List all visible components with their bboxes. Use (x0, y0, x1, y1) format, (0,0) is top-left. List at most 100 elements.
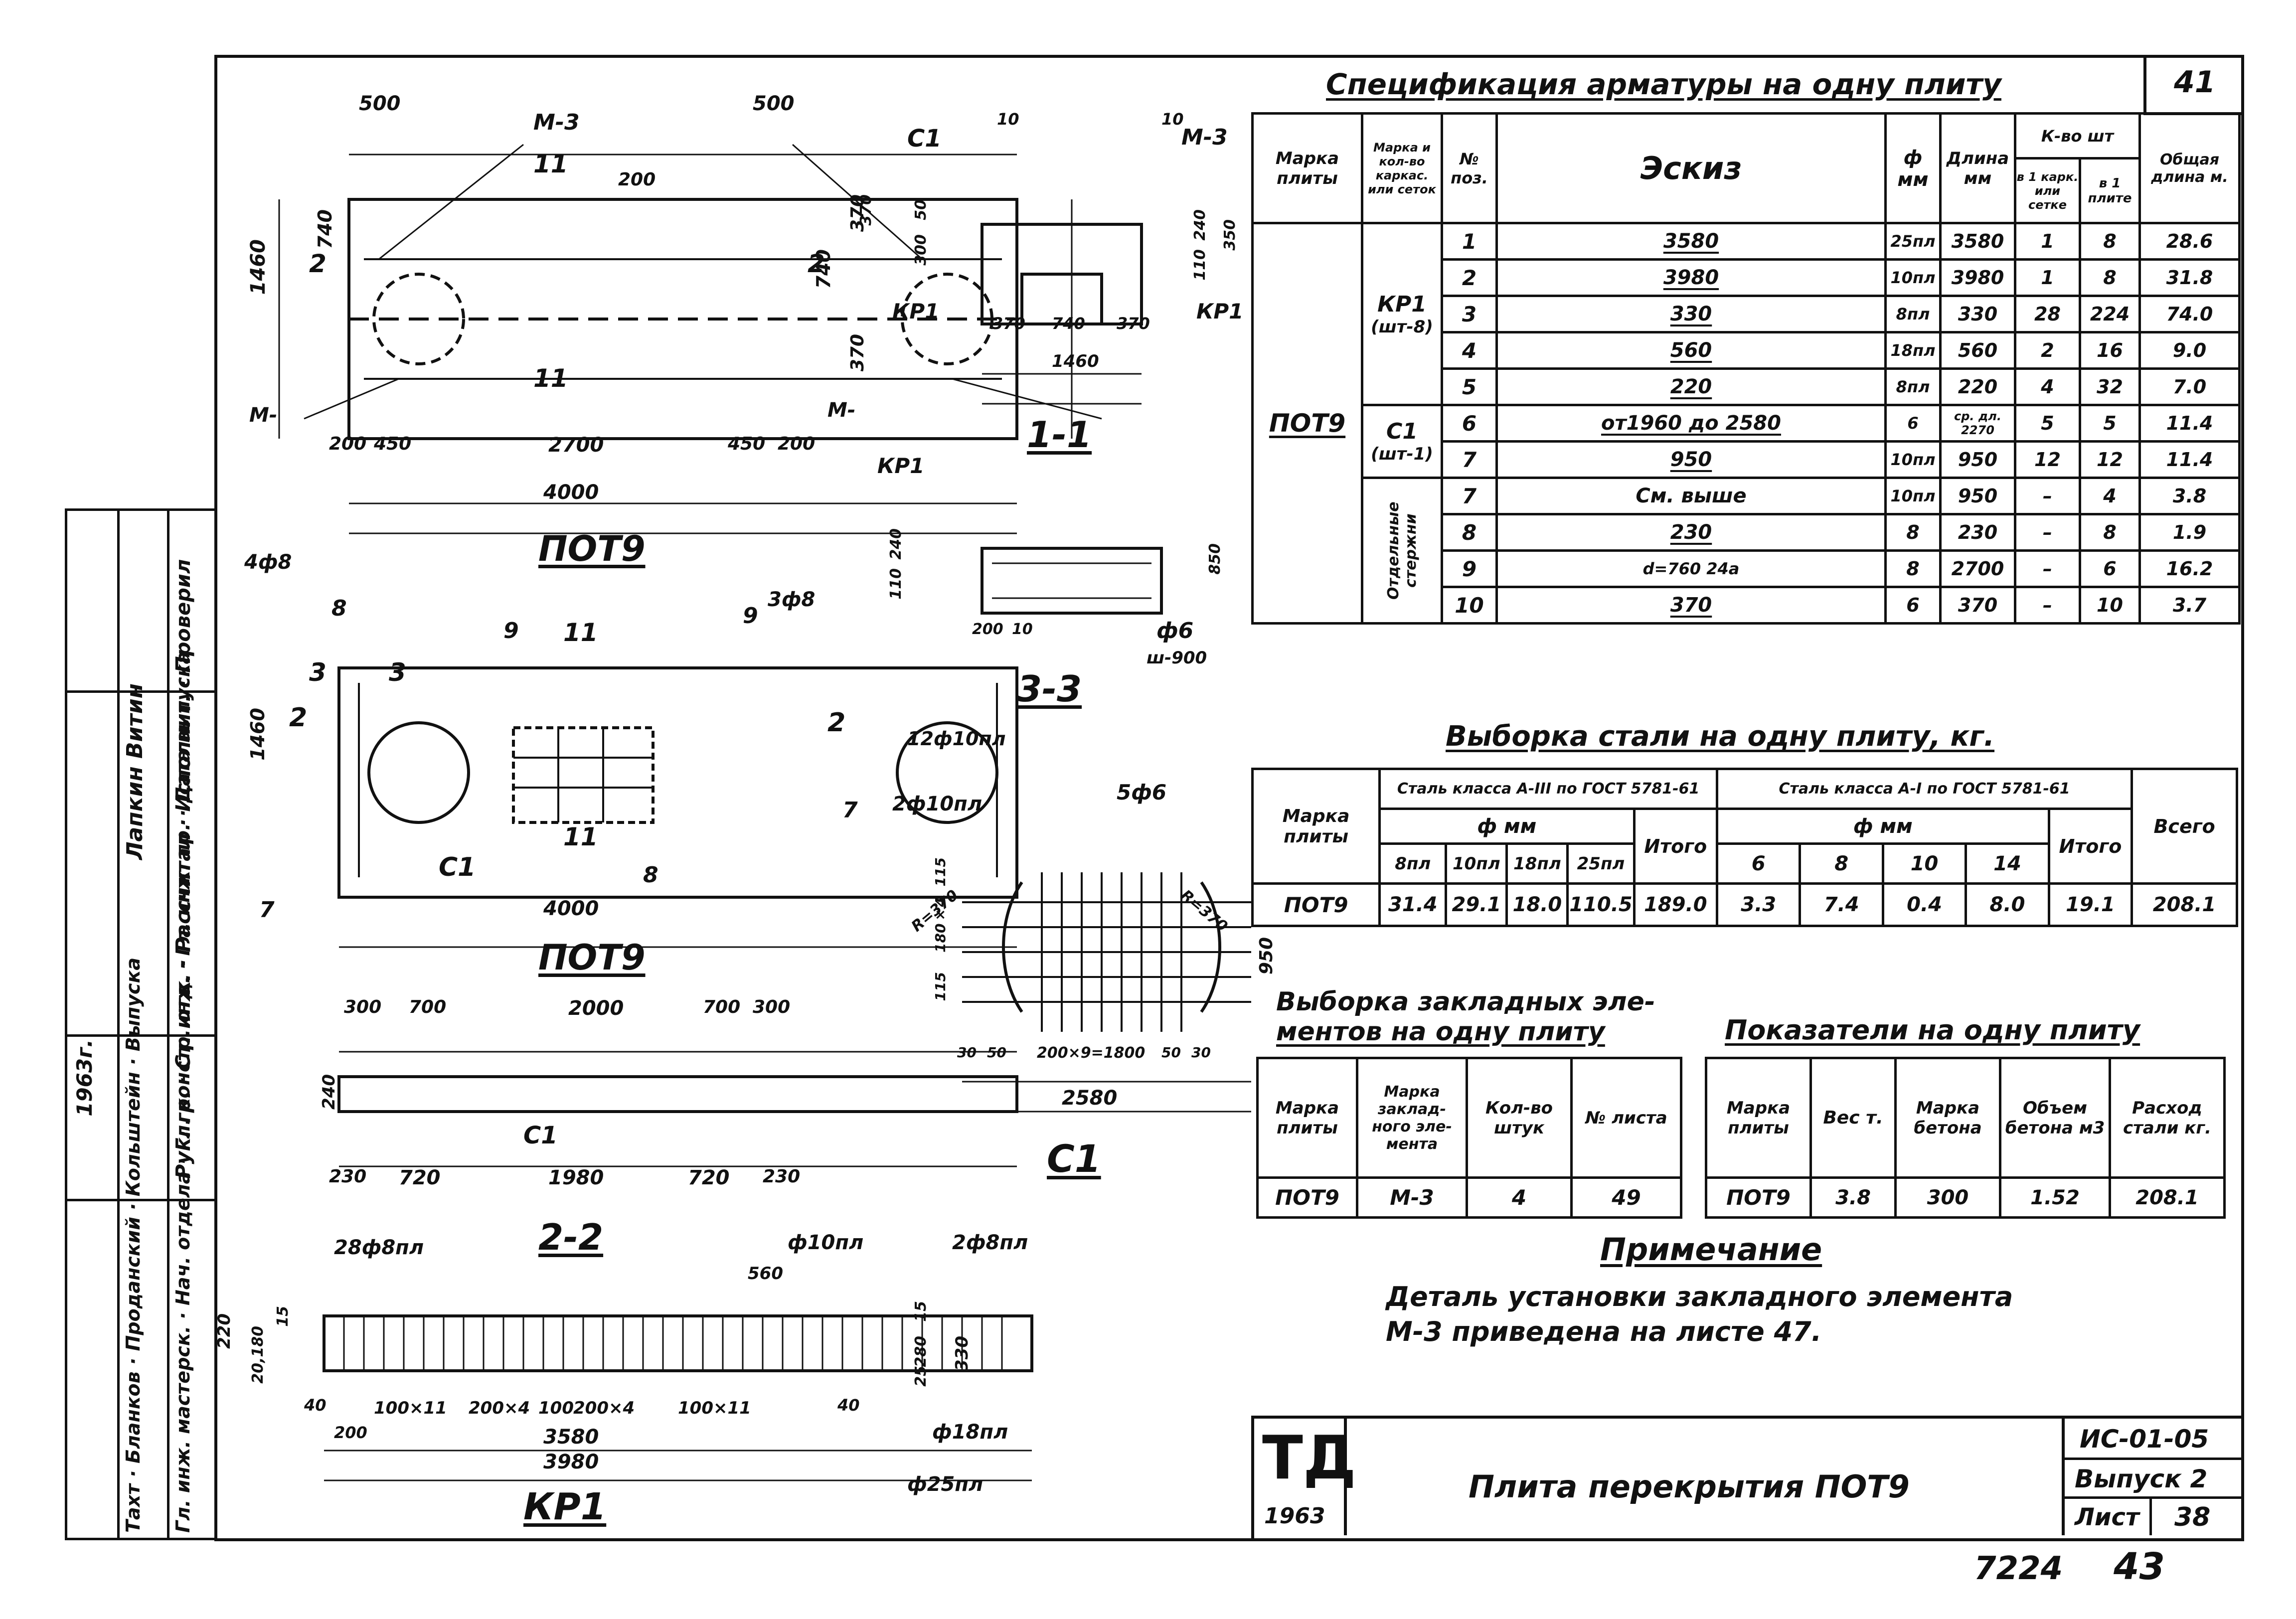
sec11-label: КР1 (892, 299, 940, 324)
spec-pos: 10 (1441, 586, 1498, 625)
sec11-label: 1460 (1052, 351, 1099, 371)
spec-sketch: 370 (1495, 586, 1887, 625)
steel-h-col3: 10пл (1445, 842, 1508, 885)
sec33-label: ф6 (1156, 618, 1194, 644)
dim-label: 200 (329, 434, 367, 454)
c1-label: 200×9=1800 (1037, 1044, 1146, 1062)
steel-cell: 208.1 (2131, 882, 2238, 927)
spec-phi: 6 (1884, 586, 1942, 625)
side-label: 700 (409, 997, 447, 1017)
spec-len: ср. дл. 2270 (1939, 404, 2016, 443)
dim-label: М-3 (533, 110, 580, 135)
spec-nk: 28 (2014, 295, 2081, 333)
steel-h-col1: 14 (1965, 842, 2050, 885)
spec-nk: 5 (2014, 404, 2081, 443)
spec-len: 330 (1939, 295, 2016, 333)
c1-label: 950 (1256, 937, 1277, 975)
side-label: 230 (329, 1166, 367, 1187)
kp1-label: 100×11 (374, 1398, 447, 1418)
dim-label: 200 (778, 434, 816, 454)
spec-pos: 6 (1441, 404, 1498, 443)
steel-cell: 110.5 (1566, 882, 1636, 927)
kp1-label: ф25пл (907, 1473, 984, 1496)
left-stamp: Рук. гр. · Ст. инж. · Рассчитал · Исполн… (65, 508, 217, 1540)
kp1-label: 560 (748, 1264, 783, 1284)
spec-plate-mark: ПОТ9 (1251, 222, 1363, 625)
steel-row-mark: ПОТ9 (1251, 882, 1381, 927)
steel-cell: 29.1 (1445, 882, 1508, 927)
spec-np: 16 (2079, 331, 2141, 370)
spec-h-marka-karkas: Марка и кол-во каркас. или сеток (1361, 112, 1443, 224)
sec33-label: 850 (1206, 543, 1224, 575)
spec-nk: 2 (2014, 331, 2081, 370)
embedded-h-sheet: № листа (1570, 1057, 1682, 1179)
drawings-canvas (278, 144, 1251, 1481)
spec-sketch: 3980 (1495, 258, 1887, 297)
embedded-h-mark: Марка плиты (1256, 1057, 1358, 1179)
spec-nk: – (2014, 513, 2081, 552)
sec11-label: 240 (1191, 209, 1209, 241)
stamp-date: 1963г. (72, 1039, 97, 1117)
logo-year: 1963 (1264, 1503, 1325, 1529)
steel-h-col1: 6 (1715, 842, 1802, 885)
steel-title: Выборка стали на одну плиту, кг. (1446, 720, 1995, 753)
indicators-title: Показатели на одну плиту (1725, 1014, 2140, 1046)
spec-total: 74.0 (2138, 295, 2241, 333)
sec33-label: 200 (972, 621, 1003, 638)
spec-phi: 10пл (1884, 440, 1942, 479)
spec-phi: 10пл (1884, 258, 1942, 297)
embedded-cell: 4 (1466, 1176, 1573, 1219)
steel-cell: 18.0 (1505, 882, 1569, 927)
kp1-label: ф10пл (788, 1231, 864, 1254)
sec11-label: 740 (1052, 314, 1085, 333)
section-2-2-title: 2-2 (538, 1216, 604, 1258)
spec-nk: 1 (2014, 222, 2081, 261)
embedded-cell: ПОТ9 (1256, 1176, 1358, 1219)
spec-np: 10 (2079, 586, 2141, 625)
sec11-label: М-3 (1181, 125, 1228, 150)
kp1-label: 100 (538, 1398, 574, 1418)
kp1-label: ф18пл (932, 1421, 1008, 1444)
steel-h-class1: Сталь класса А-I по ГОСТ 5781-61 (1715, 768, 2133, 810)
spec-phi: 8 (1884, 513, 1942, 552)
plan2-label: С1 (439, 852, 476, 882)
sheet-corner-number: 41 (2174, 65, 2216, 100)
plan2-label: 7 (842, 798, 858, 823)
spec-h-marka: Марка плиты (1251, 112, 1363, 224)
sec11-label: КР1 (1196, 299, 1244, 324)
kp1-label: 28ф8пл (334, 1236, 424, 1259)
series-box: ИС-01-05 Выпуск 2 Лист 38 (2062, 1419, 2241, 1535)
steel-h-vsego: Всего (2131, 768, 2238, 885)
plan2-label: 11 (563, 618, 598, 647)
c1-label: 30 (1191, 1044, 1211, 1061)
dim-label: 370 (847, 334, 868, 372)
dim-label: 500 (359, 92, 401, 115)
kp1-label: 200×4 (573, 1398, 635, 1418)
spec-group-kp1: КР1(шт-8) (1361, 222, 1443, 406)
indicators-h-weight: Вес т. (1809, 1057, 1897, 1179)
note-line-1: Деталь установки закладного элемента (1386, 1281, 2013, 1312)
sheet-corner-box: 41 (2143, 55, 2241, 115)
sheet-label: Лист (2075, 1503, 2139, 1531)
side-label: 720 (399, 1166, 441, 1189)
steel-h-col3: 18пл (1505, 842, 1569, 885)
spec-phi: 8 (1884, 549, 1942, 588)
drawing-frame (214, 55, 2244, 1541)
stamp-roles2: Гл. инж. мастерск. · Нач. отдела · Гл. к… (172, 651, 194, 1533)
spec-sketch: 560 (1495, 331, 1887, 370)
spec-h-phi: ф мм (1884, 112, 1942, 224)
spec-pos: 1 (1441, 222, 1498, 261)
dim-label: 2 (309, 249, 327, 278)
spec-np: 5 (2079, 404, 2141, 443)
sec33-label: ш-900 (1147, 648, 1207, 668)
spec-np: 12 (2079, 440, 2141, 479)
spec-phi: 10пл (1884, 477, 1942, 515)
steel-h-col1: 8 (1799, 842, 1884, 885)
steel-h-col1: 10 (1881, 842, 1968, 885)
steel-h-phi3: ф мм (1378, 808, 1636, 845)
steel-h-itogo3: Итого (1633, 808, 1719, 885)
sec11-label: 350 (1221, 219, 1239, 251)
kp1-label: 200 (334, 1423, 367, 1442)
dim-label: 450 (374, 434, 412, 454)
kp1-label: 220 (214, 1313, 234, 1349)
